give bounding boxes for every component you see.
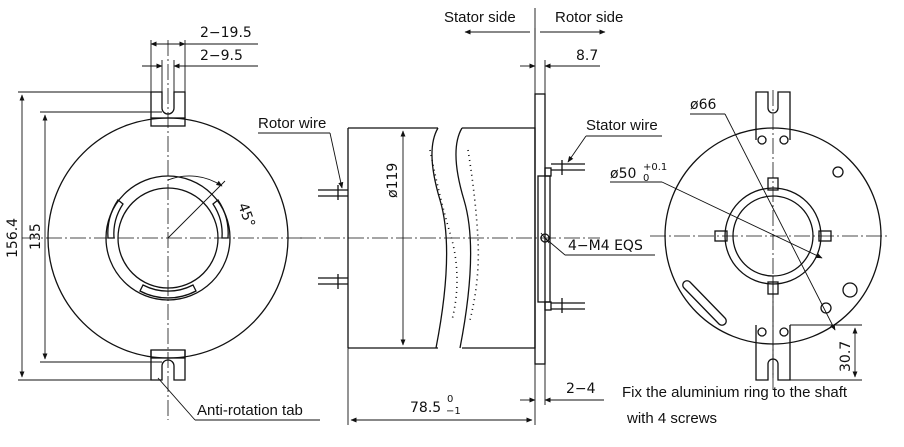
length-tol-lower: −1	[446, 406, 461, 417]
left-bore-circle	[117, 187, 219, 289]
left-view: 45° 2−19.5 2−9.5 156.4 135	[5, 25, 320, 421]
flange-thickness-dimension: 8.7	[576, 48, 598, 64]
tab-offset-dimension: 30.7	[838, 341, 854, 372]
stator-wire-label: Stator wire	[586, 117, 658, 134]
stator-side-label: Stator side	[444, 9, 516, 26]
left-flange-circle	[105, 175, 231, 301]
middle-view: 4−M4 EQS ø119 78.5 0 −1 2−4 8.7 Stator s…	[258, 8, 662, 425]
outer-diameter-dimension: ø66	[690, 97, 716, 113]
right-tab-top	[755, 91, 791, 145]
stator-flange	[534, 93, 546, 365]
anti-rotation-tab-top	[150, 91, 186, 127]
mount-height-dimension: 135	[28, 223, 44, 250]
rotor-side-label: Rotor side	[555, 9, 623, 26]
tab-slot-dimension: 2−9.5	[200, 48, 243, 64]
length-dimension: 78.5	[410, 400, 441, 416]
anti-rotation-tab-bottom	[150, 349, 186, 381]
angle-label: 45°	[234, 201, 258, 230]
right-slot	[682, 280, 727, 326]
bore-tol-upper: +0.1	[643, 162, 667, 173]
rotor-wire-label: Rotor wire	[258, 115, 326, 132]
tab-pitch-dimension: 2−19.5	[200, 25, 252, 41]
length-tol-upper: 0	[447, 394, 453, 405]
left-slot	[107, 199, 124, 239]
left-slot	[212, 199, 229, 239]
bore-diameter-dimension: ø50	[610, 166, 636, 182]
body-diameter-dimension: ø119	[385, 163, 401, 198]
anti-rotation-tab-label: Anti-rotation tab	[197, 402, 303, 419]
fix-note-line2: with 4 screws	[626, 410, 717, 427]
right-view: ø66 ø50 +0.1 0 30.7 Fix the aluminium ri…	[610, 90, 890, 427]
bore-tol-lower: 0	[643, 173, 649, 184]
left-slot	[139, 284, 197, 299]
screws-dimension: 4−M4 EQS	[568, 238, 643, 254]
fix-note-line1: Fix the aluminium ring to the shaft	[622, 384, 848, 401]
gap-dimension: 2−4	[566, 381, 596, 397]
overall-height-dimension: 156.4	[5, 218, 21, 258]
